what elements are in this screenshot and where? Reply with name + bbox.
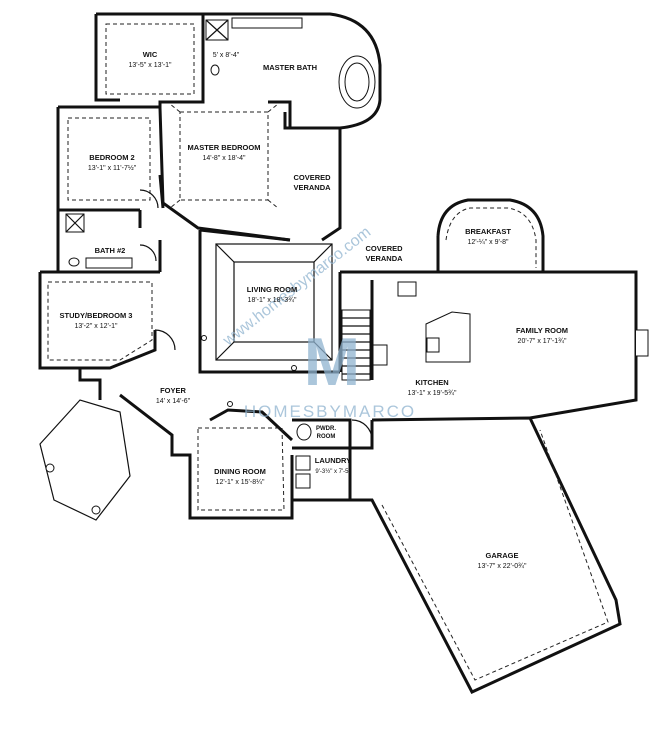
wic-label: WIC [143, 50, 158, 59]
veranda-2-label-2: VERANDA [365, 254, 403, 263]
veranda-1-label-2: VERANDA [293, 183, 331, 192]
dining-ceiling [197, 427, 285, 511]
breakfast-ceiling [445, 207, 537, 268]
vanity-master [231, 17, 303, 29]
veranda-1-walls [290, 126, 342, 242]
living-room-tray [215, 243, 333, 361]
foyer-label: FOYER [160, 386, 186, 395]
ceiling-outlines [47, 23, 609, 681]
wic-ceiling [105, 23, 195, 95]
bath-2-label: BATH #2 [95, 246, 126, 255]
vanity-bath-2 [85, 257, 133, 269]
stairs-outline [341, 309, 371, 381]
master-bedroom-ceiling [169, 103, 279, 209]
room-labels: WIC 13'-5" x 13'-1" 5' x 8'-4" MASTER BA… [60, 50, 569, 570]
living-room-dim: 18'-1" x 18'-3¾" [248, 297, 297, 304]
door-swing-foyer [154, 329, 176, 351]
watermark-logo: M [304, 324, 361, 400]
powder-room-label-2: ROOM [317, 434, 336, 440]
fridge [397, 281, 417, 297]
master-bath-label: MASTER BATH [263, 63, 317, 72]
bathtub-inner [344, 62, 370, 102]
master-bedroom-label: MASTER BEDROOM [188, 143, 261, 152]
garage-label: GARAGE [486, 551, 519, 560]
shower-bath-2-x [65, 213, 85, 233]
entry-bay [39, 399, 131, 521]
light-1 [201, 335, 207, 341]
breakfast-dim: 12'-¼" x 9'-8" [467, 239, 509, 246]
entry-column-2 [91, 505, 101, 515]
door-swing-garage [351, 419, 373, 441]
kitchen-island [425, 311, 471, 363]
breakfast-label: BREAKFAST [465, 227, 511, 236]
bedroom-2-label: BEDROOM 2 [89, 153, 134, 162]
door-swing-bath-2 [139, 244, 157, 262]
kitchen-family-walls [338, 236, 638, 420]
family-room-label: FAMILY ROOM [516, 326, 568, 335]
light-3 [227, 401, 233, 407]
toilet-bath-2 [68, 257, 80, 267]
washer [295, 455, 311, 471]
wic-dim: 13'-5" x 13'-1" [128, 62, 172, 69]
closet-dim: 5' x 8'-4" [213, 52, 240, 59]
foyer-dim: 14' x 14'-6" [156, 398, 191, 405]
stair-treads [342, 317, 370, 375]
sink-kitchen [372, 344, 388, 366]
entry-column-1 [45, 463, 55, 473]
garage-dim: 13'-7" x 22'-0¾" [478, 563, 527, 570]
cooktop [426, 337, 440, 353]
dining-room-dim: 12'-1" x 15'-8¼" [216, 479, 265, 486]
dryer [295, 473, 311, 489]
master-bedroom-dim: 14'-8" x 18'-4" [202, 155, 246, 162]
light-2 [291, 365, 297, 371]
laundry-walls [292, 418, 374, 502]
tray-inner [233, 261, 315, 343]
master-bath-walls [203, 12, 382, 130]
garage-walls [350, 416, 622, 694]
fireplace [636, 329, 649, 357]
family-room-dim: 20'-7" x 17'-1¾" [518, 338, 567, 345]
powder-room-label-1: PWDR. [316, 426, 336, 432]
dining-walls [188, 408, 294, 520]
fixtures [39, 17, 649, 521]
living-room-walls [198, 228, 340, 374]
stairs [341, 309, 371, 381]
walls [38, 12, 638, 694]
master-bedroom-walls [158, 100, 292, 242]
toilet-powder [296, 423, 312, 441]
study-walls [38, 270, 160, 370]
entry-bay-walls [78, 368, 192, 468]
dining-room-label: DINING ROOM [214, 467, 266, 476]
laundry-label: LAUNDRY [315, 456, 351, 465]
kitchen-label: KITCHEN [415, 378, 448, 387]
bedroom-2-dim: 13'-1" x 11'-7½" [88, 164, 137, 172]
garage-ceiling [381, 429, 609, 681]
laundry-dim: 9'-3½" x 7'-5" [315, 468, 350, 475]
study-dim: 13'-2" x 12'-1" [74, 323, 118, 330]
toilet-master [210, 64, 220, 76]
tray-corners [215, 243, 333, 361]
veranda-1-label-1: COVERED [293, 173, 331, 182]
door-swings [139, 189, 373, 441]
breakfast-walls [436, 198, 545, 272]
living-room-label: LIVING ROOM [247, 285, 297, 294]
study-ceiling [47, 281, 153, 361]
study-label: STUDY/BEDROOM 3 [60, 311, 133, 320]
bedroom-2-ceiling [67, 117, 151, 201]
wic-walls [94, 12, 205, 104]
watermark-brand: HOMESBYMARCO [244, 402, 416, 421]
veranda-2-label-1: COVERED [365, 244, 403, 253]
tray-outer [215, 243, 333, 361]
kitchen-dim: 13'-1" x 19'-5¾" [408, 390, 457, 397]
shower-master-x [205, 19, 229, 41]
door-swing-bedroom-2 [139, 189, 159, 209]
